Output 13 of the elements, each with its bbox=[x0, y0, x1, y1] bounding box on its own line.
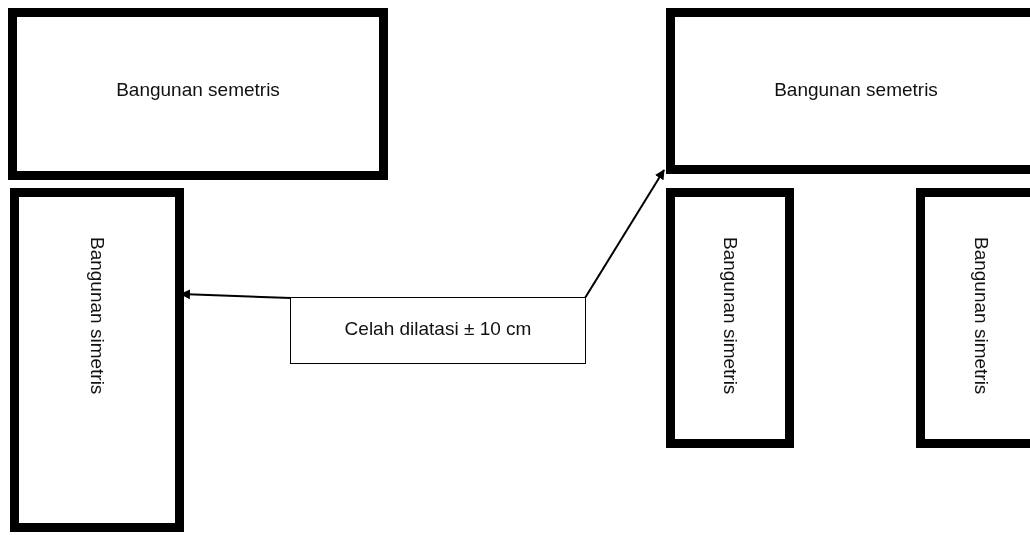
building-box bbox=[10, 188, 184, 532]
building-box bbox=[666, 188, 794, 448]
callout-text: Celah dilatasi ± 10 cm bbox=[343, 318, 533, 340]
building-box bbox=[8, 8, 388, 180]
building-label: Bangunan simetris bbox=[86, 237, 108, 395]
callout-box bbox=[290, 297, 586, 364]
building-label: Bangunan semetris bbox=[115, 79, 281, 101]
leader-arrow bbox=[584, 169, 665, 299]
building-box bbox=[916, 188, 1030, 448]
building-label: Bangunan simetris bbox=[719, 237, 741, 395]
building-label: Bangunan semetris bbox=[773, 79, 939, 101]
building-box bbox=[666, 8, 1030, 174]
building-label: Bangunan simetris bbox=[970, 237, 992, 395]
